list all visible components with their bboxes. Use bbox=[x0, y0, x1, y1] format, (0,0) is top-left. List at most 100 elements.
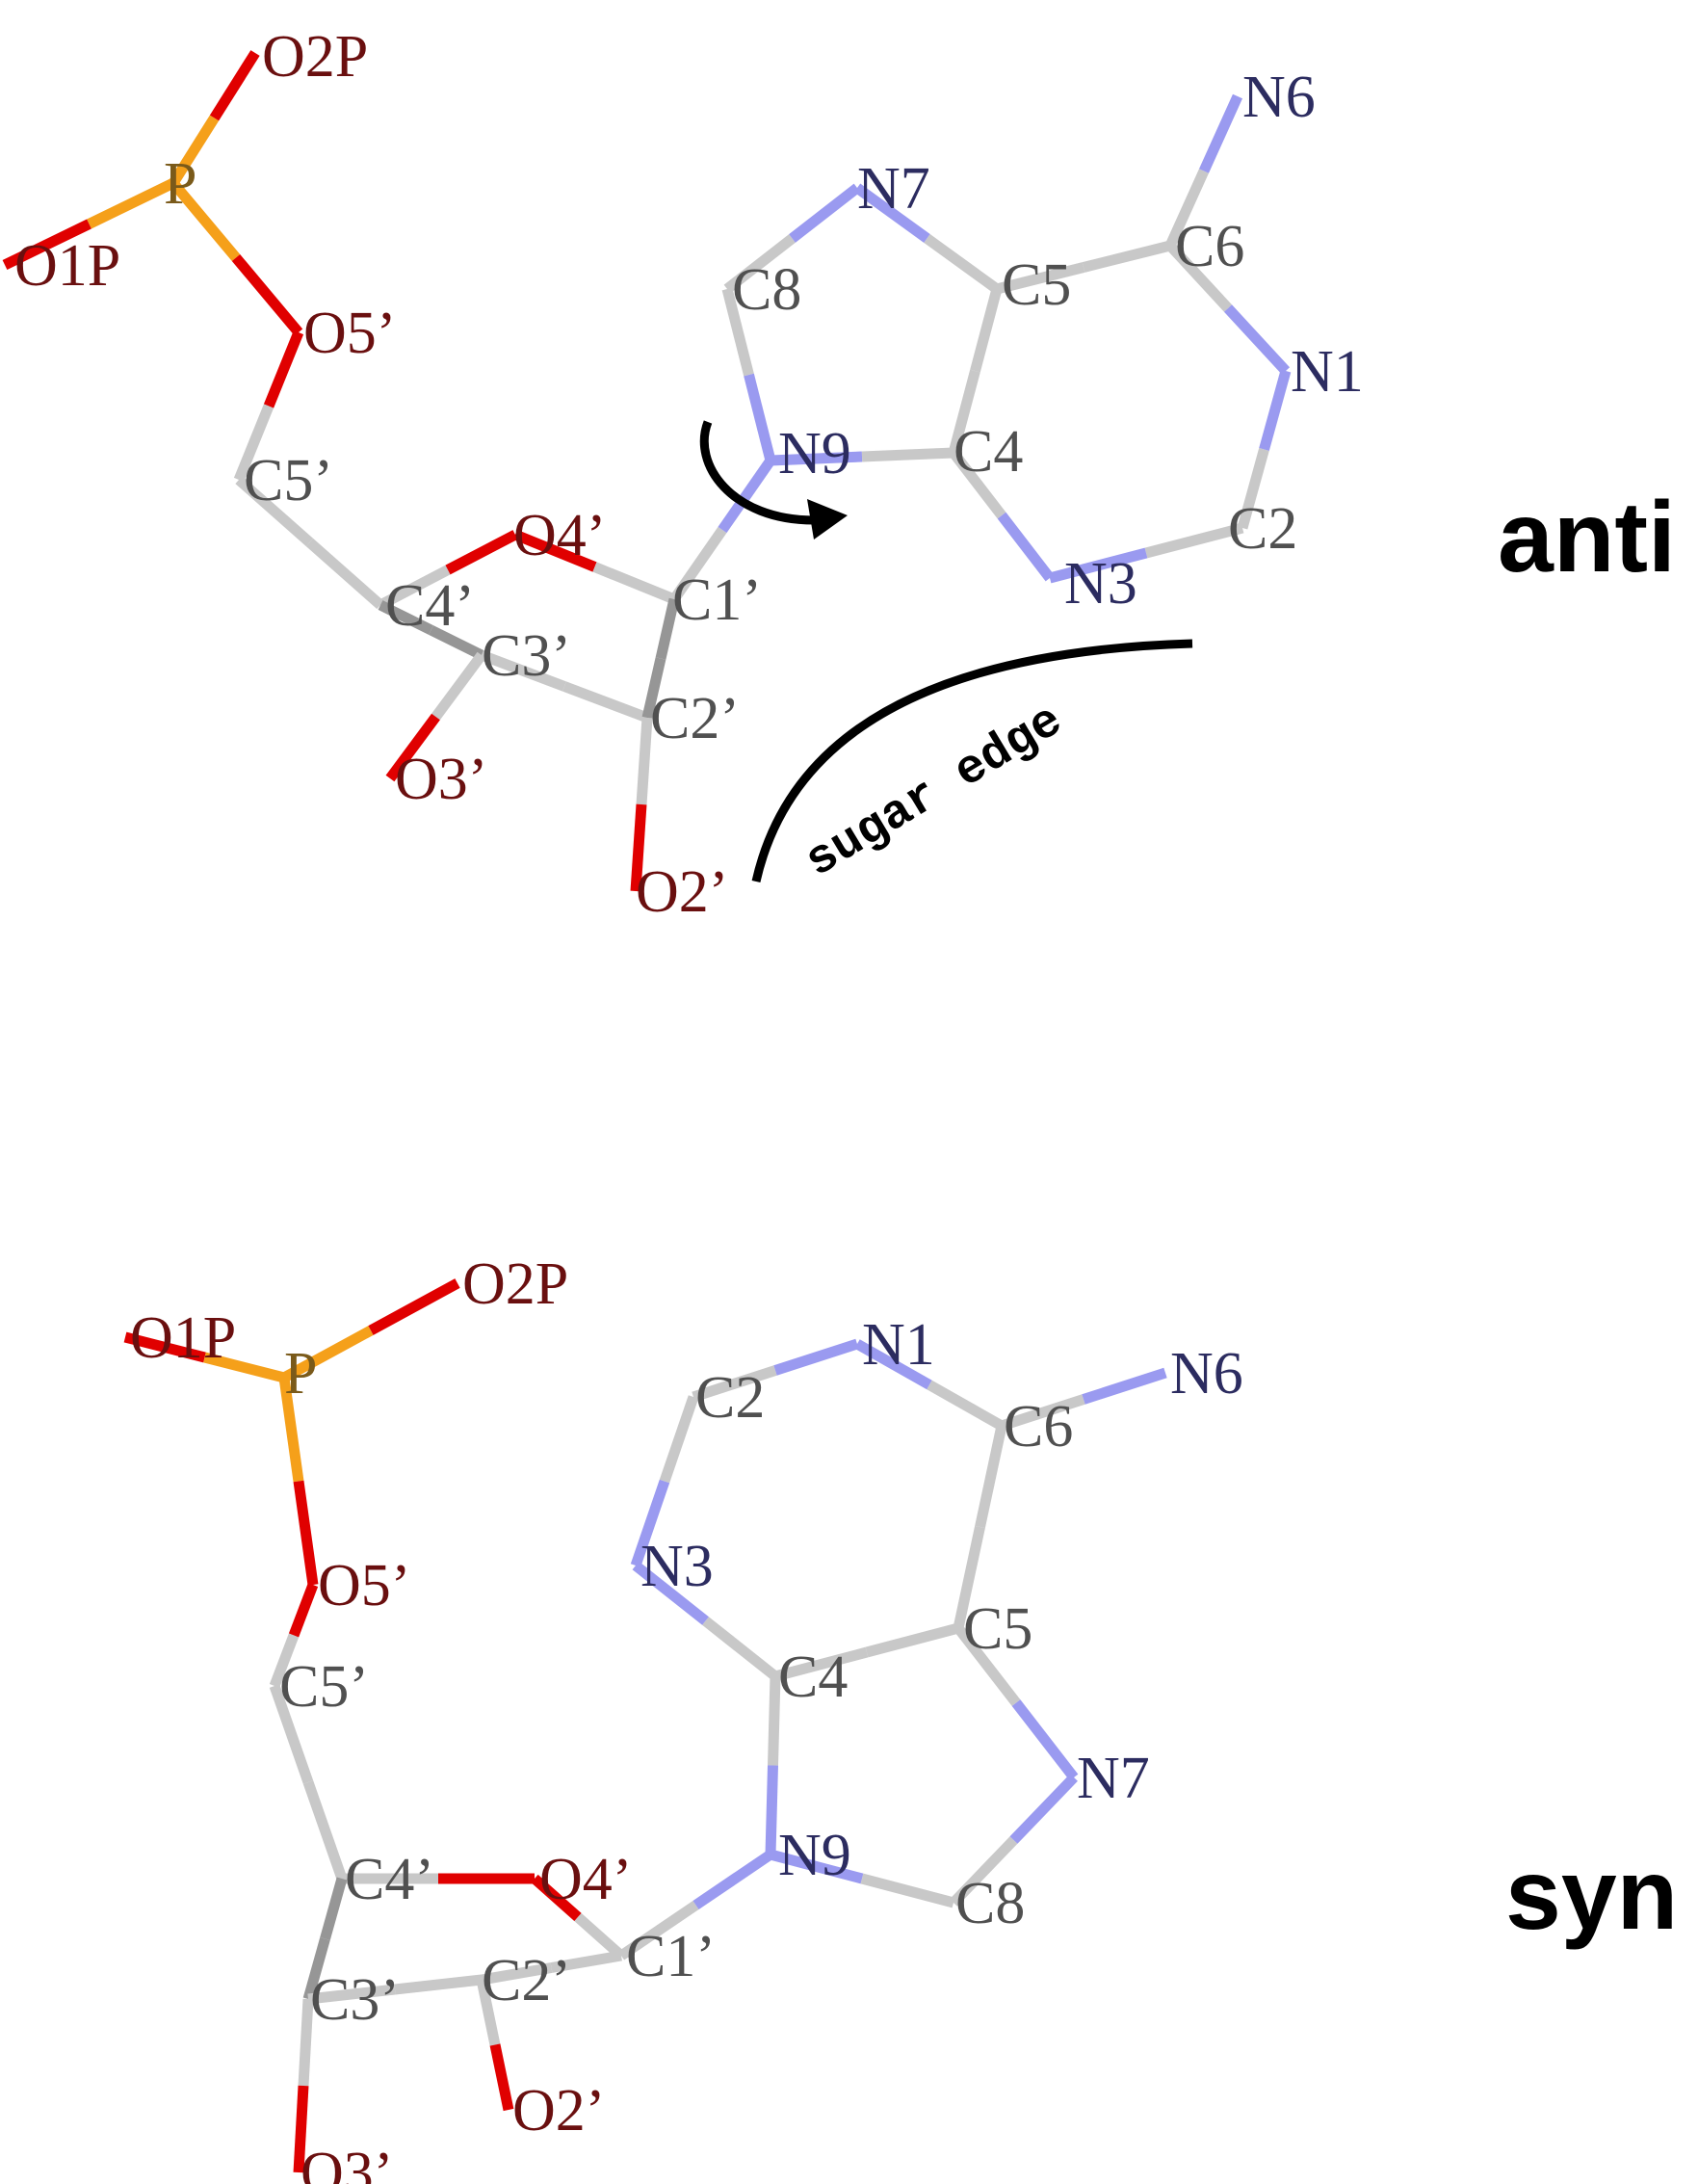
bond-N1-C2-half-a bbox=[1259, 369, 1292, 451]
anti-bonds bbox=[2, 50, 1292, 892]
bond-P-O2P-half-b bbox=[368, 1278, 460, 1335]
atom-label-n6: N6 bbox=[1170, 1341, 1243, 1407]
atom-label-c2: C2 bbox=[1228, 496, 1297, 562]
bond-N7-C5-half-b bbox=[953, 1624, 1021, 1706]
bond-C4-N3-half-b bbox=[632, 1561, 709, 1625]
bond-O2P-P-half-b bbox=[169, 115, 220, 186]
bond-O5p-C5p-half-a bbox=[288, 1583, 319, 1638]
bond-C5p-C4p-half-b bbox=[305, 538, 384, 610]
bond-O5p-C5p-half-b bbox=[269, 1633, 300, 1688]
rotation-arrowhead-icon bbox=[807, 499, 848, 539]
atom-label-n1: N1 bbox=[1291, 339, 1364, 405]
bond-O4p-C1p-half-a bbox=[512, 529, 597, 572]
bond-C3p-C2p-half-a bbox=[307, 1984, 396, 2005]
bond-C5p-C4p-half-b bbox=[302, 1780, 348, 1881]
bond-O4p-C1p-half-b bbox=[592, 562, 677, 605]
bond-C5-C4-half-a bbox=[970, 287, 1003, 373]
anti-conformation: sugar edge O2PPO1PO5’C5’C4’O4’C1’C3’C2’O… bbox=[2, 24, 1676, 925]
bond-C5p-C4p-half-a bbox=[235, 475, 314, 547]
bond-O2P-P-half-a bbox=[209, 50, 260, 121]
atom-label-c4p: C4’ bbox=[345, 1847, 434, 1912]
bond-C3p-O3p-half-b bbox=[385, 713, 440, 782]
bond-C3p-C2p-half-b bbox=[394, 1974, 483, 1995]
sugar-edge-arc bbox=[751, 639, 1193, 882]
atom-label-c5p: C5’ bbox=[244, 448, 333, 513]
bond-C2p-C1p-half-a bbox=[481, 1962, 553, 1986]
bond-P-O5p-half-a bbox=[169, 179, 241, 262]
bond-C6-N6-half-b bbox=[1198, 93, 1243, 173]
bond-C5-C4-half-b bbox=[948, 369, 980, 455]
bond-C5-C6-half-a bbox=[995, 262, 1085, 295]
bond-C4p-O4p-half-b bbox=[445, 530, 518, 575]
bond-C4-N9-half-b bbox=[765, 1765, 778, 1855]
atom-label-n1: N1 bbox=[862, 1312, 935, 1378]
bond-C4-N3-half-a bbox=[702, 1617, 779, 1681]
bond-C2p-O2p-half-a bbox=[636, 717, 653, 805]
bond-P-O5p-half-a bbox=[278, 1377, 304, 1483]
atom-label-o5p: O5’ bbox=[303, 301, 396, 366]
atom-label-n7: N7 bbox=[1077, 1746, 1150, 1811]
bond-C2p-O2p-half-a bbox=[476, 1978, 501, 2046]
syn-label: syn bbox=[1505, 1839, 1678, 1951]
bond-C1p-N9-half-a bbox=[617, 1900, 699, 1960]
sugar-edge-label: sugar edge bbox=[797, 694, 1073, 889]
atom-label-c1p: C1’ bbox=[626, 1924, 716, 1989]
bond-N1-C2-half-b bbox=[1237, 448, 1269, 530]
bond-C3p-O3p-half-b bbox=[293, 2085, 309, 2173]
atom-label-o2p: O2’ bbox=[636, 859, 728, 925]
anti-atom-labels: O2PPO1PO5’C5’C4’O4’C1’C3’C2’O3’O2’N9C8N7… bbox=[14, 24, 1364, 925]
bond-C1p-N9-half-a bbox=[669, 526, 727, 603]
atom-label-c3p: C3’ bbox=[310, 1967, 400, 2033]
bond-C4p-C3p-half-b bbox=[302, 1937, 330, 2001]
atom-label-c4: C4 bbox=[953, 419, 1023, 485]
atom-label-n9: N9 bbox=[778, 421, 851, 487]
syn-bonds bbox=[123, 1278, 1167, 2173]
bond-C3p-O3p-half-a bbox=[431, 651, 486, 721]
bond-C1p-C2p-half-a bbox=[655, 597, 680, 660]
bond-P-O1P-half-b bbox=[2, 219, 91, 270]
bond-C2p-C1p-half-b bbox=[550, 1950, 622, 1973]
atom-label-n3: N3 bbox=[640, 1534, 714, 1599]
bond-N3-C4-half-b bbox=[949, 449, 1006, 519]
atom-label-n7: N7 bbox=[857, 156, 930, 222]
atom-label-c2p: C2’ bbox=[650, 686, 740, 751]
bond-C2p-O2p-half-b bbox=[489, 2043, 514, 2112]
bond-C4p-C3p-half-a bbox=[378, 600, 433, 635]
bond-N7-C5-half-a bbox=[1011, 1699, 1079, 1781]
bond-C2-N1-half-b bbox=[773, 1338, 859, 1376]
bond-C6-N6-half-b bbox=[1082, 1367, 1167, 1405]
atom-label-o1p: O1P bbox=[130, 1305, 236, 1371]
bond-P-O5p-half-b bbox=[293, 1480, 319, 1586]
bond-C6-N6-half-a bbox=[1000, 1394, 1085, 1432]
bond-C4p-C3p-half-a bbox=[320, 1877, 348, 1940]
bond-C6-C5-half-a bbox=[975, 1424, 1007, 1529]
syn-conformation: O1PPO2PO5’C5’C4’O4’C1’C3’C2’O3’O2’N9C8N7… bbox=[123, 1251, 1678, 2184]
bond-N9-C8-half-a bbox=[769, 1849, 864, 1884]
atom-label-n6: N6 bbox=[1242, 65, 1316, 130]
atom-label-o2p: O2P bbox=[262, 24, 368, 90]
bond-C5-C4-half-a bbox=[865, 1622, 960, 1658]
bond-C8-N7-half-a bbox=[723, 234, 796, 294]
rotation-arrow bbox=[699, 420, 815, 525]
bond-C5-C6-half-b bbox=[1082, 240, 1172, 273]
bond-C3p-O3p-half-a bbox=[298, 1998, 314, 2087]
bond-C5-C4-half-b bbox=[773, 1646, 869, 1682]
bond-C4p-C3p-half-b bbox=[429, 625, 484, 660]
atom-label-c2: C2 bbox=[695, 1365, 765, 1431]
anti-arrows: sugar edge bbox=[699, 420, 1193, 890]
atom-label-o4p: O4’ bbox=[539, 1847, 632, 1912]
bond-C6-N6-half-a bbox=[1164, 169, 1210, 249]
bond-N9-C8-half-a bbox=[744, 373, 776, 462]
bond-C2-N1-half-a bbox=[692, 1365, 777, 1403]
bond-C8-N7-half-a bbox=[950, 1836, 1018, 1907]
bond-N9-C8-half-b bbox=[721, 287, 754, 377]
bond-O5p-C5p-half-b bbox=[233, 404, 274, 483]
bond-P-O1P-half-a bbox=[87, 178, 176, 229]
atom-label-c5: C5 bbox=[963, 1596, 1032, 1662]
atom-label-n3: N3 bbox=[1064, 551, 1137, 617]
bond-O4p-C1p-half-a bbox=[531, 1874, 582, 1922]
bond-N7-C5-half-a bbox=[853, 183, 930, 243]
bond-P-O2P-half-a bbox=[281, 1326, 374, 1382]
bond-C4p-O4p-half-a bbox=[378, 565, 451, 610]
